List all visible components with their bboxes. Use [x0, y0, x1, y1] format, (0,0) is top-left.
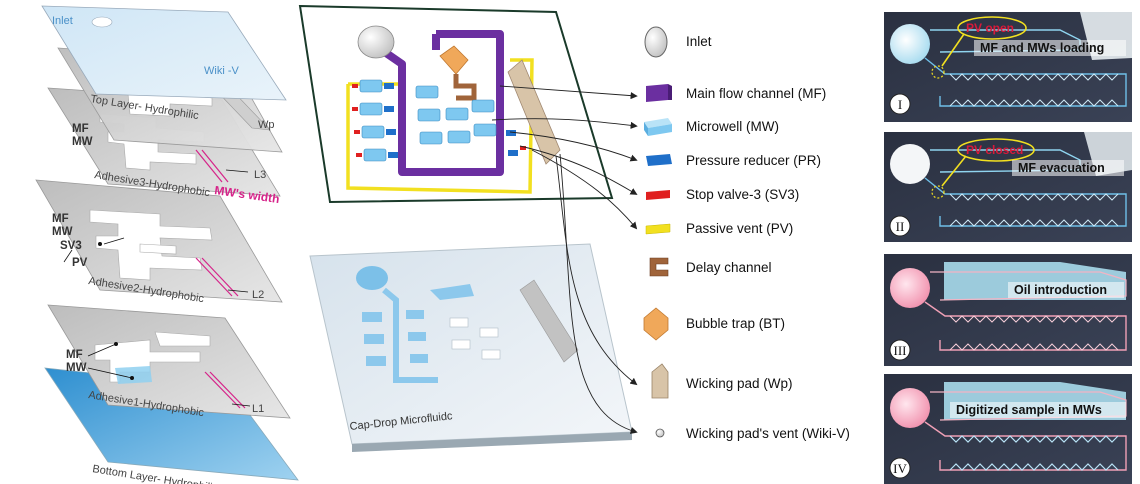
- panel-4-caption: Digitized sample in MWs: [956, 403, 1102, 417]
- panel-3-numeral: III: [894, 343, 907, 358]
- top-inlet-label: Inlet: [52, 15, 73, 27]
- adhesive2-layer: MF MW SV3 PV Adhesive2-Hydrophobic L2: [35, 179, 283, 305]
- panel-4: Digitized sample in MWs IV: [884, 374, 1132, 484]
- legend-label-wicking-pad: Wicking pad (Wp): [686, 376, 793, 391]
- panel-2: PV closed MF evacuation II: [884, 132, 1132, 242]
- pointer-lines: [491, 85, 638, 434]
- legend-label-passive-vent: Passive vent (PV): [686, 221, 793, 236]
- adhesive3-mw-label: MW: [72, 136, 93, 148]
- adhesive2-pv-label: PV: [72, 257, 88, 269]
- panel-2-caption: MF evacuation: [1018, 161, 1105, 175]
- adhesive1-layer: MF MW Adhesive1-Hydrophobic L1: [47, 304, 291, 419]
- wp-label: Wp: [258, 119, 275, 131]
- wiki-v-label: Wiki -V: [204, 65, 239, 77]
- photo-panels: PV open MF and MWs loading I PV closed M…: [884, 12, 1132, 484]
- adhesive1-mf-label: MF: [66, 349, 83, 361]
- stop-valve-icon: [646, 190, 670, 200]
- legend-label-inlet: Inlet: [686, 34, 712, 49]
- panel-4-numeral: IV: [893, 461, 907, 476]
- main-flow-channel-icon: [646, 84, 672, 102]
- device-render: Cap-Drop Microfluidc: [309, 243, 633, 452]
- wicking-pad-icon: [651, 363, 669, 399]
- legend-label-delay-channel: Delay channel: [686, 260, 772, 275]
- panel-2-callout: PV closed: [966, 143, 1023, 157]
- microwell-icon: [644, 118, 672, 136]
- l1-label: L1: [252, 403, 264, 415]
- adhesive2-mw-label: MW: [52, 226, 73, 238]
- legend-label-wicking-pad-vent: Wicking pad's vent (Wiki-V): [686, 426, 850, 441]
- legend-label-stop-valve: Stop valve-3 (SV3): [686, 187, 799, 202]
- legend-label-main-flow-channel: Main flow channel (MF): [686, 86, 826, 101]
- panel-1-caption: MF and MWs loading: [980, 41, 1104, 55]
- device-schematic: [298, 4, 614, 204]
- legend: Inlet Main flow channel (MF) Microwell (…: [643, 26, 850, 441]
- top-cover-layer: Inlet Wiki -V: [41, 5, 287, 101]
- panel-1-callout: PV open: [966, 21, 1014, 35]
- l3-label: L3: [254, 169, 266, 181]
- pressure-reducer-icon: [646, 154, 672, 166]
- panel-1-numeral: I: [898, 97, 902, 112]
- panel-1: PV open MF and MWs loading I: [884, 12, 1132, 122]
- panel-3: Oil introduction III: [884, 254, 1132, 366]
- inlet-icon: [644, 26, 668, 58]
- wicking-pad-vent-icon: [655, 428, 665, 438]
- bubble-trap-icon: [643, 307, 669, 341]
- exploded-layer-stack: Bottom Layer- Hydrophilic MF MW Adhesive…: [35, 5, 299, 484]
- adhesive2-mf-label: MF: [52, 213, 69, 225]
- delay-channel-icon: [649, 257, 669, 277]
- adhesive1-mw-label: MW: [66, 362, 87, 374]
- adhesive3-mf-label: MF: [72, 123, 89, 135]
- panel-3-caption: Oil introduction: [1014, 283, 1107, 297]
- panel-2-numeral: II: [896, 219, 905, 234]
- l2-label: L2: [252, 289, 264, 301]
- adhesive2-sv3-label: SV3: [60, 240, 82, 252]
- legend-label-bubble-trap: Bubble trap (BT): [686, 316, 785, 331]
- legend-label-microwell: Microwell (MW): [686, 119, 779, 134]
- passive-vent-icon: [645, 223, 671, 235]
- legend-label-pressure-reducer: Pressure reducer (PR): [686, 153, 821, 168]
